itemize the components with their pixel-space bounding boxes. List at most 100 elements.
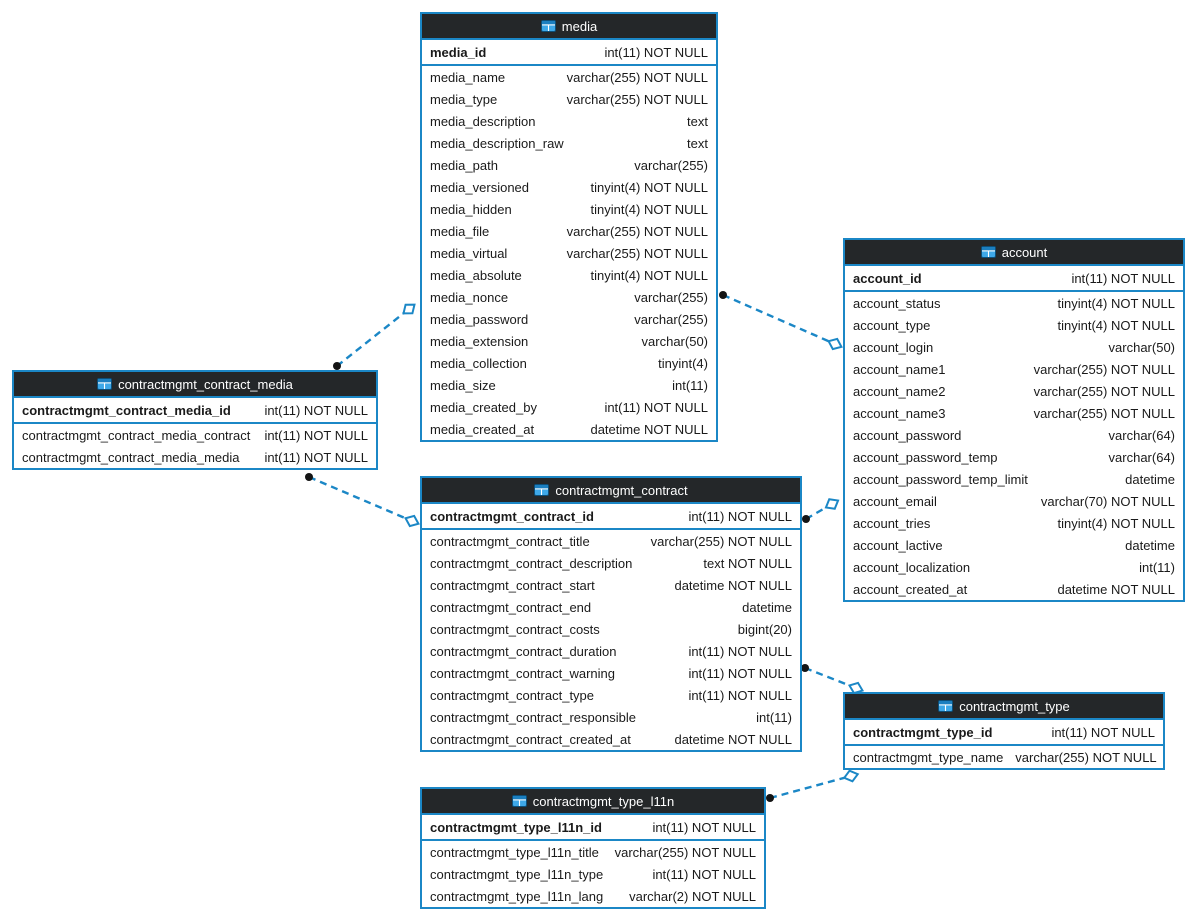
table-contractmgmt_type_l11n[interactable]: contractmgmt_type_l11n contractmgmt_type_… bbox=[420, 787, 766, 909]
table-contractmgmt_contract[interactable]: contractmgmt_contract contractmgmt_contra… bbox=[420, 476, 802, 752]
field-name: account_id bbox=[853, 270, 922, 286]
table-header[interactable]: contractmgmt_contract bbox=[422, 478, 800, 504]
field-name: media_password bbox=[430, 311, 529, 327]
field-name: account_name2 bbox=[853, 383, 946, 399]
table-header[interactable]: account bbox=[845, 240, 1183, 266]
field-type: tinyint(4) bbox=[658, 355, 708, 371]
field-type: varchar(64) bbox=[1108, 449, 1175, 465]
table-row: contractmgmt_contract_description text NO… bbox=[422, 552, 800, 574]
field-type: int(11) bbox=[1139, 559, 1175, 575]
field-name: contractmgmt_type_l11n_type bbox=[430, 866, 604, 882]
table-header[interactable]: contractmgmt_type_l11n bbox=[422, 789, 764, 815]
field-name: media_size bbox=[430, 377, 496, 393]
field-type: int(11) NOT NULL bbox=[604, 399, 708, 415]
field-name: account_created_at bbox=[853, 581, 968, 597]
table-icon bbox=[97, 378, 113, 390]
field-name: media_id bbox=[430, 44, 487, 60]
field-type: datetime bbox=[1125, 537, 1175, 553]
field-type: int(11) NOT NULL bbox=[688, 508, 792, 524]
table-icon bbox=[938, 700, 954, 712]
field-name: media_created_by bbox=[430, 399, 537, 415]
field-type: text NOT NULL bbox=[703, 555, 792, 571]
field-name: media_absolute bbox=[430, 267, 522, 283]
field-type: varchar(50) bbox=[641, 333, 708, 349]
table-name: contractmgmt_contract bbox=[555, 482, 688, 498]
field-type: varchar(2) NOT NULL bbox=[629, 888, 756, 904]
relationship-contractmgmt_contract_media-to-contractmgmt_contract bbox=[305, 473, 420, 528]
field-name: media_virtual bbox=[430, 245, 508, 261]
table-header[interactable]: contractmgmt_type bbox=[845, 694, 1163, 720]
field-name: media_hidden bbox=[430, 201, 512, 217]
field-name: account_tries bbox=[853, 515, 931, 531]
field-type: datetime NOT NULL bbox=[674, 577, 792, 593]
field-type: varchar(64) bbox=[1108, 427, 1175, 443]
table-row: media_collection tinyint(4) bbox=[422, 352, 716, 374]
field-type: tinyint(4) NOT NULL bbox=[1057, 515, 1175, 531]
field-name: account_name1 bbox=[853, 361, 946, 377]
field-name: contractmgmt_contract_description bbox=[430, 555, 633, 571]
field-type: datetime bbox=[1125, 471, 1175, 487]
field-name: contractmgmt_contract_costs bbox=[430, 621, 600, 637]
table-row: account_localization int(11) bbox=[845, 556, 1183, 578]
field-type: tinyint(4) NOT NULL bbox=[1057, 317, 1175, 333]
table-name: contractmgmt_contract_media bbox=[118, 376, 293, 392]
relationship-dot-end bbox=[719, 291, 727, 299]
table-contractmgmt_contract_media[interactable]: contractmgmt_contract_media contractmgmt_… bbox=[12, 370, 378, 470]
field-name: media_extension bbox=[430, 333, 529, 349]
field-type: datetime NOT NULL bbox=[1057, 581, 1175, 597]
table-icon bbox=[980, 246, 996, 258]
field-type: varchar(255) NOT NULL bbox=[614, 844, 756, 860]
field-type: int(11) bbox=[756, 709, 792, 725]
table-header[interactable]: media bbox=[422, 14, 716, 40]
field-name: contractmgmt_type_l11n_lang bbox=[430, 888, 604, 904]
field-name: contractmgmt_contract_media_id bbox=[22, 402, 231, 418]
field-name: contractmgmt_type_name bbox=[853, 749, 1004, 765]
field-name: account_password_temp_limit bbox=[853, 471, 1028, 487]
field-type: varchar(70) NOT NULL bbox=[1040, 493, 1175, 509]
field-name: media_collection bbox=[430, 355, 527, 371]
relationship-diamond-end bbox=[824, 498, 840, 510]
field-name: media_description_raw bbox=[430, 135, 564, 151]
field-name: media_file bbox=[430, 223, 490, 239]
field-name: media_nonce bbox=[430, 289, 509, 305]
table-row: account_created_at datetime NOT NULL bbox=[845, 578, 1183, 600]
table-name: account bbox=[1001, 244, 1048, 260]
field-type: text bbox=[687, 113, 708, 129]
table-row: media_extension varchar(50) bbox=[422, 330, 716, 352]
table-name: contractmgmt_type_l11n bbox=[532, 793, 675, 809]
field-name: account_localization bbox=[853, 559, 971, 575]
field-name: account_lactive bbox=[853, 537, 943, 553]
field-name: account_login bbox=[853, 339, 934, 355]
relationship-diamond-end bbox=[402, 303, 416, 315]
field-name: account_email bbox=[853, 493, 937, 509]
table-header[interactable]: contractmgmt_contract_media bbox=[14, 372, 376, 398]
field-name: contractmgmt_contract_type bbox=[430, 687, 595, 703]
field-type: tinyint(4) NOT NULL bbox=[1057, 295, 1175, 311]
